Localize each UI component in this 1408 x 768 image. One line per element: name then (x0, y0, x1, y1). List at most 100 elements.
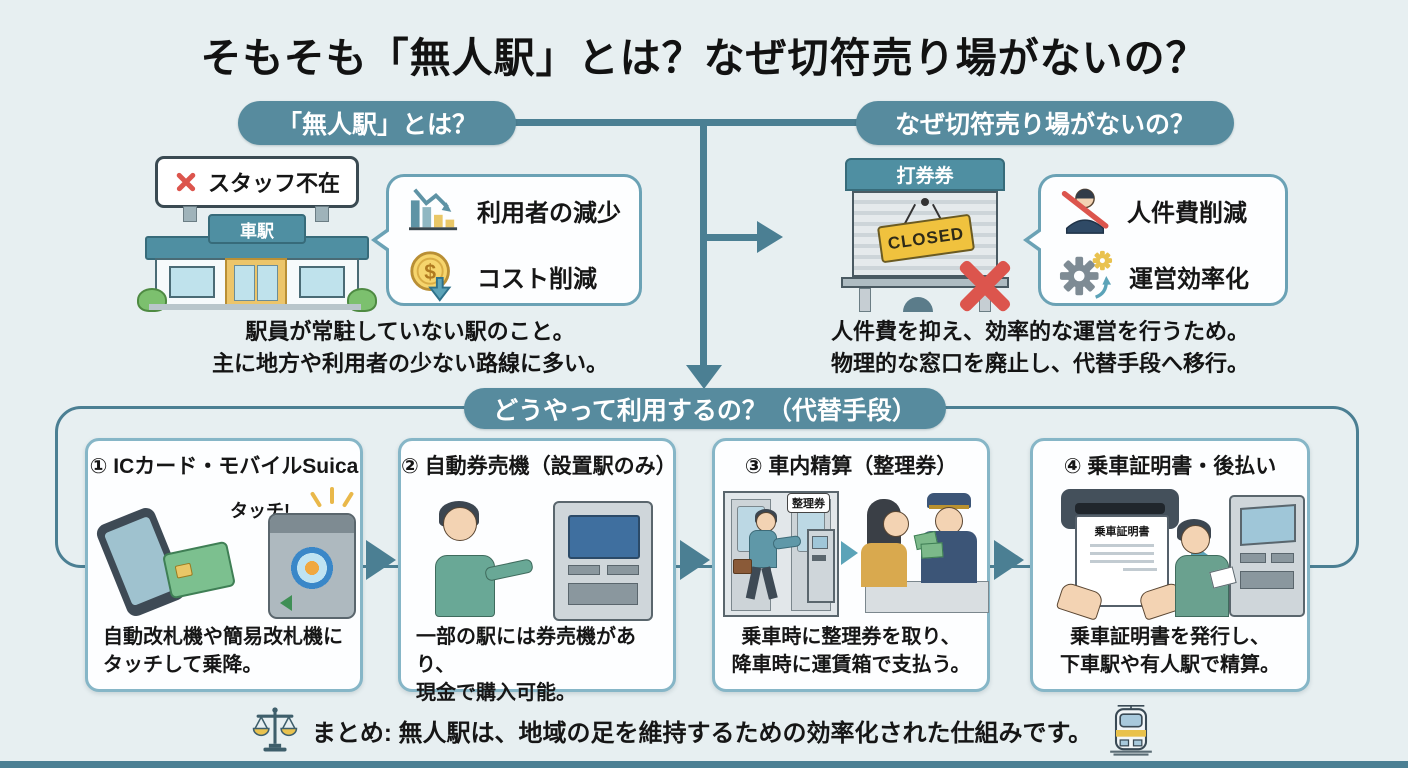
card-title: ① ICカード・モバイルSuica (89, 455, 359, 478)
paper-line (1090, 552, 1154, 555)
page-title: そもそも「無人駅」とは？なぜ切符売り場がないの？ (200, 35, 1208, 81)
seiriken-label: 整理券 (787, 493, 830, 513)
station-window (169, 266, 215, 298)
onboard-fare-illustration: 整理券 (715, 485, 989, 619)
sparkle-icon (309, 491, 323, 508)
bottom-accent-bar (0, 761, 1408, 768)
passenger-body (749, 530, 777, 568)
person-head (443, 507, 477, 541)
staff-absent-label: スタッフ不在 (207, 171, 340, 196)
conductor-cap (927, 493, 971, 508)
woman-head (883, 511, 909, 537)
train-icon (1110, 705, 1152, 756)
caption-line: 乗車証明書を発行し、 (1070, 626, 1270, 648)
method-card-ic: ① ICカード・モバイルSuica タッチ! 自動改札機や簡易改札機に タッチし… (85, 438, 363, 692)
machine-screen (1240, 504, 1296, 546)
sign-hook (921, 198, 929, 206)
station-name-sign: 車駅 (208, 214, 306, 244)
bag-icon (733, 559, 752, 574)
connector-vertical (700, 119, 707, 367)
ic-card-illustration: タッチ! (88, 485, 360, 620)
gears-icon (1059, 250, 1113, 299)
certificate-illustration: 乗車証明書 (1033, 485, 1307, 621)
staff-absent-sign: スタッフ不在 (155, 156, 359, 208)
caption-line: 物理的な窓口を廃止し、代替手段へ移行。 (830, 350, 1249, 376)
machine-slot (1271, 553, 1294, 563)
connector-branch-right (703, 234, 759, 241)
paper-slot (1075, 503, 1165, 514)
card-caption: 自動改札機や簡易改札機に タッチして乗降。 (88, 623, 360, 679)
red-x-icon (953, 254, 1017, 318)
booth-sign: 打券券 (845, 158, 1005, 191)
mini-arrow-icon (841, 541, 858, 565)
sign-post (315, 206, 329, 222)
reader-touch-pad (285, 541, 339, 595)
closed-booth-illustration: 打券券 CLOSED (841, 158, 1009, 312)
door-glass (257, 265, 278, 301)
card-title: ④ 乗車証明書・後払い (1063, 455, 1277, 478)
card-title: ② 自動券売機（設置駅のみ） (401, 455, 677, 478)
dispenser-slot (812, 555, 826, 561)
caption-line: 現金で購入可能。 (416, 682, 576, 704)
settlement-machine-icon (1229, 495, 1305, 617)
station-illustration: スタッフ不在 車駅 (137, 156, 377, 312)
method-card-onboard-fare: ③ 車内精算（整理券） 整理券 (712, 438, 990, 692)
summary-text: まとめ: 無人駅は、地域の足を維持するための効率化された仕組みです。 (311, 719, 1093, 747)
bubble-label: コスト削減 (477, 265, 597, 293)
reader-arrow-icon (280, 595, 292, 611)
station-window (299, 266, 345, 298)
certificate-label: 乗車証明書 (1094, 526, 1150, 538)
caption-line: 降車時に運賃箱で支払う。 (731, 654, 971, 676)
bubble-label: 人件費削減 (1127, 199, 1247, 227)
declining-chart-icon (409, 188, 458, 231)
why-caption: 人件費を抑え、効率的な運営を行うため。 物理的な窓口を廃止し、代替手段へ移行。 (800, 316, 1280, 380)
station-base (149, 304, 361, 310)
sparkle-icon (341, 491, 355, 508)
caption-line: 乗車時に整理券を取り、 (741, 626, 961, 648)
sign-post (183, 206, 197, 222)
card-arrow-icon (680, 540, 710, 580)
paper-line (1090, 544, 1154, 547)
woman-body (861, 543, 907, 587)
cost-down-coin-icon: $ (410, 251, 452, 302)
caption-line: 一部の駅には券売機があり、 (416, 626, 636, 676)
bubble-row: 人件費削減 (1041, 177, 1285, 243)
card-arrow-icon (366, 540, 396, 580)
svg-text:$: $ (424, 261, 436, 284)
bubble-label: 運営効率化 (1129, 265, 1249, 293)
card-reader-icon (268, 513, 356, 619)
connector-horizontal-top (490, 119, 880, 126)
machine-slot (568, 565, 600, 575)
why-bubble: 人件費削減 (1023, 174, 1288, 306)
bubble-row: $ コスト削減 (389, 243, 639, 309)
bubble-row: 利用者の減少 (389, 177, 639, 243)
card-arrow-icon (994, 540, 1024, 580)
person-head (1181, 525, 1210, 554)
machine-tray (568, 583, 638, 605)
sparkle-icon (330, 487, 334, 504)
what-is-bubble: 利用者の減少 $ コスト削減 (371, 174, 642, 309)
booth-window-hole (903, 297, 933, 312)
section-header-how-to-use: どうやって利用するの？（代替手段） (464, 388, 946, 429)
caption-line: 人件費を抑え、効率的な運営を行うため。 (830, 319, 1249, 344)
bubble-label: 利用者の減少 (477, 199, 621, 227)
what-is-caption: 駅員が常駐していない駅のこと。 主に地方や利用者の少ない路線に多い。 (160, 316, 660, 380)
machine-screen (568, 515, 640, 559)
method-card-vending: ② 自動券売機（設置駅のみ） 一部の駅には券売機があり、 現金で購入可能。 (398, 438, 677, 704)
arrow-down-icon (686, 365, 722, 389)
red-x-icon (174, 170, 198, 194)
section-header-what-is: 「無人駅」とは？ (238, 101, 516, 145)
door-glass (234, 265, 255, 301)
money-icon (920, 542, 944, 559)
reader-top (270, 515, 354, 533)
card-caption: 乗車時に整理券を取り、 降車時に運賃箱で支払う。 (715, 623, 987, 679)
booth-leg (859, 288, 871, 312)
dispenser-screen (812, 536, 828, 549)
ticket-machine-icon (553, 501, 653, 621)
caption-line: タッチして乗降。 (103, 654, 263, 676)
balance-scale-icon (252, 707, 298, 752)
arrow-right-icon (757, 221, 783, 253)
caption-line: 下車駅や有人駅で精算。 (1060, 654, 1280, 676)
card-caption: 一部の駅には券売機があり、 現金で購入可能。 (401, 623, 673, 707)
ic-card-icon (161, 540, 237, 600)
